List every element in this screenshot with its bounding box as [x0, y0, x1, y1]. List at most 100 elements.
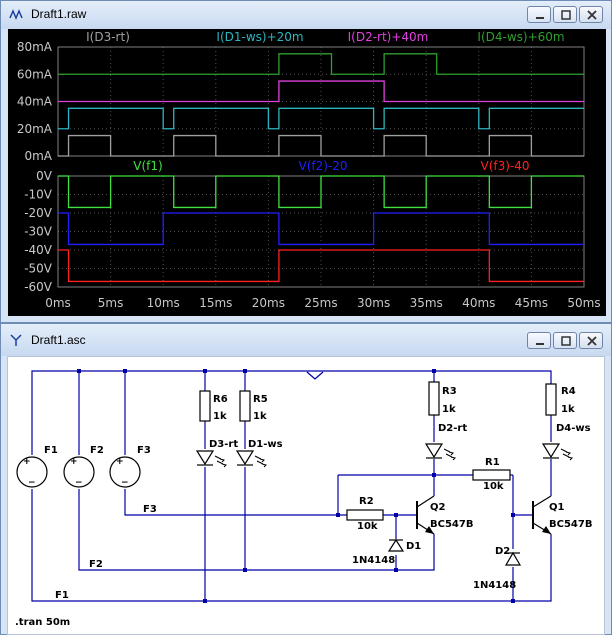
diode-D1[interactable]: D1 1N4148	[352, 538, 421, 566]
svg-text:+: +	[23, 457, 31, 467]
svg-text:R1: R1	[485, 457, 500, 468]
trace-line	[58, 107, 584, 130]
source-label-F2: F2	[90, 445, 104, 456]
schematic-window-title: Draft1.asc	[31, 333, 86, 347]
svg-text:10k: 10k	[483, 481, 504, 492]
x-tick-label: 30ms	[357, 296, 390, 310]
svg-text:−: −	[121, 478, 129, 488]
trace-label[interactable]: I(D4-ws)+60m	[477, 30, 564, 44]
svg-text:+: +	[70, 457, 78, 467]
svg-text:R6: R6	[213, 394, 228, 405]
svg-text:−: −	[75, 478, 83, 488]
led-D4-ws[interactable]: D4-ws	[541, 423, 591, 461]
trace-line	[58, 134, 584, 157]
svg-text:1N4148: 1N4148	[352, 555, 395, 566]
svg-text:BC547B: BC547B	[549, 519, 592, 530]
y-tick-label: -20V	[24, 206, 53, 220]
resistor-R5[interactable]: R5 1k	[239, 390, 268, 422]
current-source-F1[interactable]: + − F1	[16, 445, 58, 488]
x-tick-label: 40ms	[462, 296, 495, 310]
svg-text:Q1: Q1	[549, 502, 565, 513]
trace-label[interactable]: I(D1-ws)+20m	[216, 30, 303, 44]
y-tick-label: 20mA	[17, 122, 53, 136]
y-tick-label: 0mA	[24, 149, 52, 163]
trace-line	[58, 175, 584, 209]
x-tick-label: 10ms	[147, 296, 180, 310]
trace-label[interactable]: I(D3-rt)	[86, 30, 130, 44]
trace-line	[58, 212, 584, 246]
x-tick-label: 50ms	[567, 296, 600, 310]
svg-text:R4: R4	[561, 386, 576, 397]
svg-text:D3-rt: D3-rt	[209, 439, 238, 450]
svg-text:BC547B: BC547B	[430, 519, 473, 530]
y-tick-label: 0V	[36, 169, 53, 183]
transistor-Q1[interactable]: Q1 BC547B	[532, 495, 592, 535]
y-tick-label: -50V	[24, 262, 53, 276]
trace-label[interactable]: V(f3)-40	[480, 159, 529, 173]
svg-text:R5: R5	[253, 394, 268, 405]
close-icon	[587, 10, 597, 20]
svg-text:1k: 1k	[561, 404, 575, 415]
svg-text:−: −	[28, 478, 36, 488]
svg-text:R2: R2	[359, 496, 374, 507]
y-tick-label: -30V	[24, 225, 53, 239]
restore-button[interactable]	[553, 6, 577, 23]
resistor-R6[interactable]: R6 1k	[199, 390, 228, 422]
svg-text:D2: D2	[495, 546, 510, 557]
plot-series	[58, 53, 584, 283]
trace-line	[58, 249, 584, 283]
svg-text:+: +	[116, 457, 124, 467]
svg-text:1k: 1k	[253, 411, 267, 422]
led-D1-ws[interactable]: D1-ws	[235, 439, 283, 468]
current-source-F2[interactable]: + − F2	[63, 445, 104, 488]
current-source-F3[interactable]: + − F3	[109, 445, 151, 488]
close-button[interactable]	[579, 6, 603, 23]
svg-text:Q2: Q2	[430, 502, 446, 513]
svg-text:1k: 1k	[442, 404, 456, 415]
x-tick-label: 0ms	[45, 296, 71, 310]
trace-label[interactable]: I(D2-rt)+40m	[348, 30, 429, 44]
resistor-R1[interactable]: R1 10k	[472, 457, 511, 492]
x-tick-label: 20ms	[252, 296, 285, 310]
schematic-junctions	[77, 369, 515, 603]
restore-icon	[561, 336, 571, 346]
trace-label[interactable]: V(f1)	[133, 159, 162, 173]
schematic-titlebar[interactable]: Draft1.asc	[1, 324, 611, 356]
schematic-canvas[interactable]: .w { stroke:#0000a8; stroke-width:1.2; f…	[7, 356, 605, 635]
minimize-icon	[536, 343, 544, 345]
tran-directive[interactable]: .tran 50m	[15, 617, 70, 628]
svg-text:1k: 1k	[213, 411, 227, 422]
waveform-window-title: Draft1.raw	[31, 7, 87, 21]
resistor-R3[interactable]: R3 1k	[428, 381, 457, 416]
svg-text:D4-ws: D4-ws	[556, 423, 591, 434]
svg-text:R3: R3	[442, 386, 457, 397]
transistor-Q2[interactable]: Q2 BC547B	[416, 495, 473, 535]
schem-minimize-button[interactable]	[527, 332, 551, 349]
led-D3-rt[interactable]: D3-rt	[195, 439, 238, 468]
waveform-titlebar[interactable]: Draft1.raw	[1, 1, 611, 29]
svg-text:D2-rt: D2-rt	[438, 423, 467, 434]
x-tick-label: 45ms	[515, 296, 548, 310]
svg-text:D1: D1	[406, 541, 421, 552]
y-tick-label: 80mA	[17, 40, 53, 54]
diode-D2[interactable]: D2 1N4148	[473, 546, 522, 591]
schem-close-button[interactable]	[579, 332, 603, 349]
y-tick-label: -60V	[24, 280, 53, 294]
trace-label[interactable]: V(f2)-20	[298, 159, 347, 173]
close-icon	[587, 336, 597, 346]
net-label-F2: F2	[89, 559, 103, 570]
led-D2-rt[interactable]: D2-rt	[424, 423, 467, 461]
y-tick-label: 60mA	[17, 67, 53, 81]
restore-icon	[561, 10, 571, 20]
resistor-R4[interactable]: R4 1k	[545, 383, 576, 416]
net-label-F3: F3	[143, 504, 157, 515]
schematic-wires	[31, 370, 552, 602]
schem-restore-button[interactable]	[553, 332, 577, 349]
minimize-button[interactable]	[527, 6, 551, 23]
x-tick-label: 15ms	[199, 296, 232, 310]
resistor-R2[interactable]: R2 10k	[346, 496, 384, 532]
schematic-svg[interactable]: .w { stroke:#0000a8; stroke-width:1.2; f…	[8, 357, 606, 636]
